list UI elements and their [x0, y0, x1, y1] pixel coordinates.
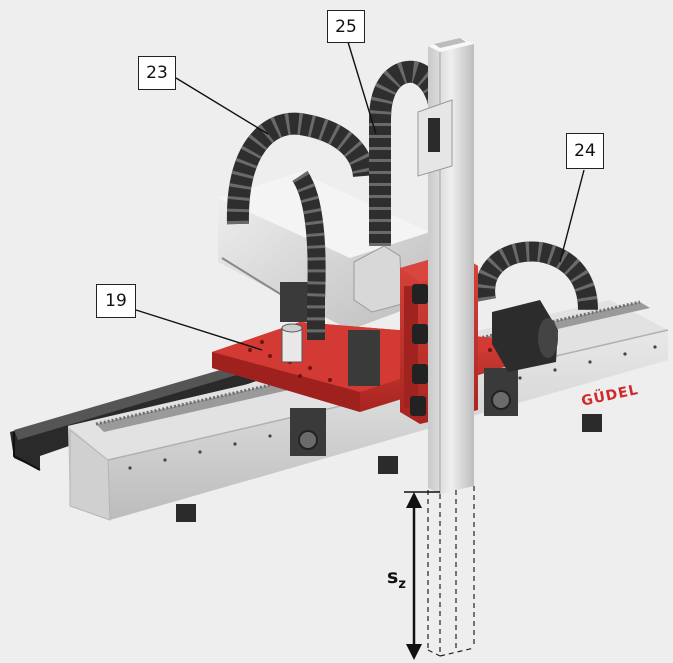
stroke-arrow: [404, 491, 440, 660]
callout-25: 25: [327, 10, 365, 43]
callout-24: 24: [566, 133, 604, 169]
z-column: [417, 38, 475, 657]
energy-chain-24: [475, 241, 598, 311]
stroke-symbol: s: [387, 566, 399, 588]
energy-chain-23: [226, 112, 375, 340]
callout-19: 19: [96, 284, 136, 318]
callout-23: 23: [138, 56, 176, 90]
leader-lines: [135, 41, 585, 351]
gear-motors: [280, 282, 558, 456]
stroke-label: sz: [387, 566, 406, 592]
stroke-subscript: z: [398, 576, 406, 592]
